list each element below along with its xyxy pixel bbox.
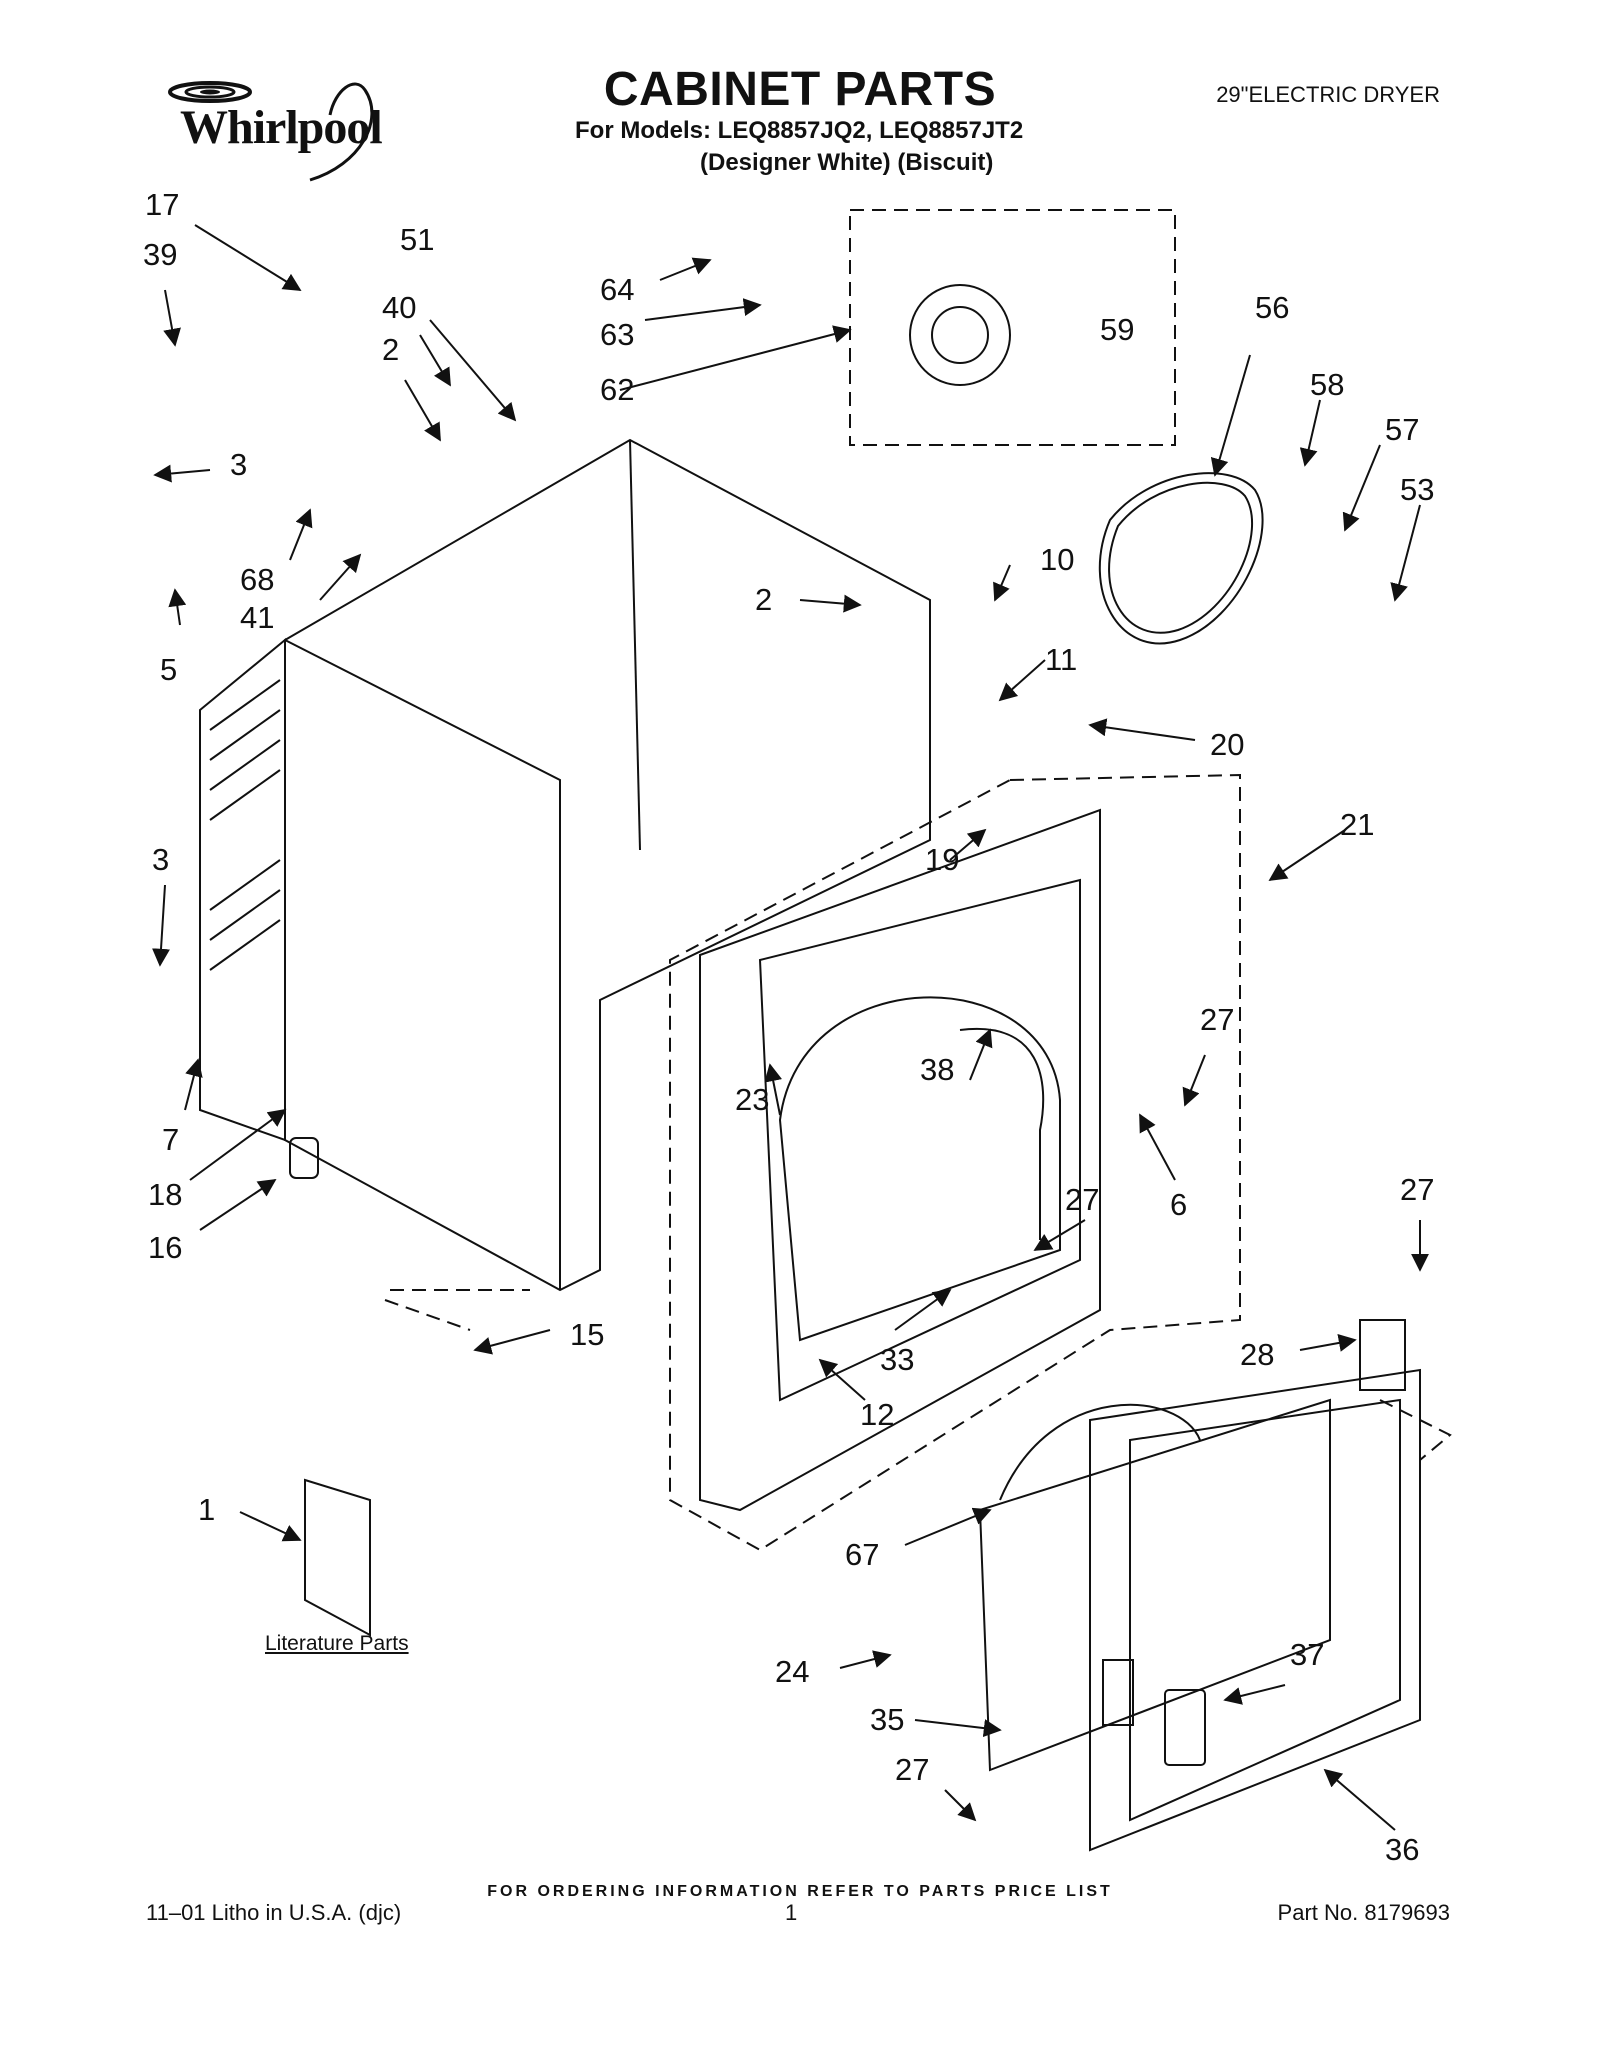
callout-27: 27 <box>1200 1002 1234 1037</box>
page-number: 1 <box>785 1900 798 1925</box>
callout-15: 15 <box>570 1317 604 1352</box>
callout-21: 21 <box>1340 807 1374 842</box>
callout-11: 11 <box>1045 642 1077 677</box>
literature-booklet <box>304 1478 371 1637</box>
callout-63: 63 <box>600 317 634 352</box>
cabinet-side-panel <box>199 637 286 1142</box>
callout-2: 2 <box>382 332 399 367</box>
callout-10: 10 <box>1040 542 1074 577</box>
callout-17: 17 <box>145 187 179 222</box>
callout-59: 59 <box>1100 312 1134 347</box>
callout-1: 1 <box>198 1492 215 1527</box>
callout-33: 33 <box>880 1342 914 1377</box>
callout-37: 37 <box>1290 1637 1324 1672</box>
callout-58: 58 <box>1310 367 1344 402</box>
callout-28: 28 <box>1240 1337 1274 1372</box>
callout-51: 51 <box>400 222 434 257</box>
callout-38: 38 <box>920 1052 954 1087</box>
brand-wordmark: Whirlpool <box>180 101 383 154</box>
callout-57: 57 <box>1385 412 1419 447</box>
product-type: 29"ELECTRIC DRYER <box>1216 82 1440 107</box>
callout-6: 6 <box>1170 1187 1187 1222</box>
callout-2b: 2 <box>755 582 772 617</box>
callout-19: 19 <box>925 842 959 877</box>
callout-39: 39 <box>143 237 177 272</box>
callout-62: 62 <box>600 372 634 407</box>
door-opening <box>778 996 1061 1342</box>
part-number: Part No. 8179693 <box>1277 1900 1450 1925</box>
callout-27c: 27 <box>1400 1172 1434 1207</box>
callout-3: 3 <box>230 447 247 482</box>
callout-53: 53 <box>1400 472 1434 507</box>
literature-parts-caption: Literature Parts <box>265 1632 409 1655</box>
whirlpool-logo <box>168 81 374 182</box>
callout-36: 36 <box>1385 1832 1419 1867</box>
callout-27d: 27 <box>895 1752 929 1787</box>
callout-3b: 3 <box>152 842 169 877</box>
callout-12: 12 <box>860 1397 894 1432</box>
variants-line: (Designer White) (Biscuit) <box>700 149 994 176</box>
models-line: For Models: LEQ8857JQ2, LEQ8857JT2 <box>575 117 1024 144</box>
callout-64: 64 <box>600 272 634 307</box>
litho-note: 11–01 Litho in U.S.A. (djc) <box>146 1900 402 1925</box>
callout-23: 23 <box>735 1082 769 1117</box>
callout-68: 68 <box>240 562 274 597</box>
cabinet-outline <box>284 438 931 1292</box>
front-panel <box>699 808 1101 1512</box>
callout-35: 35 <box>870 1702 904 1737</box>
callout-24: 24 <box>775 1654 809 1689</box>
callout-40: 40 <box>382 290 416 325</box>
drive-belt <box>1098 472 1264 645</box>
callout-18: 18 <box>148 1177 182 1212</box>
page-title: CABINET PARTS <box>603 63 997 116</box>
door-outer <box>1089 1368 1421 1852</box>
callout-56: 56 <box>1255 290 1289 325</box>
ordering-note: FOR ORDERING INFORMATION REFER TO PARTS … <box>487 1883 1113 1900</box>
door-inner <box>978 1398 1331 1772</box>
callout-27b: 27 <box>1065 1182 1099 1217</box>
callout-5: 5 <box>160 652 177 687</box>
callout-20: 20 <box>1210 727 1244 762</box>
callout-7: 7 <box>162 1122 179 1157</box>
callout-41: 41 <box>240 600 274 635</box>
callout-67: 67 <box>845 1537 879 1572</box>
callout-16: 16 <box>148 1230 182 1265</box>
